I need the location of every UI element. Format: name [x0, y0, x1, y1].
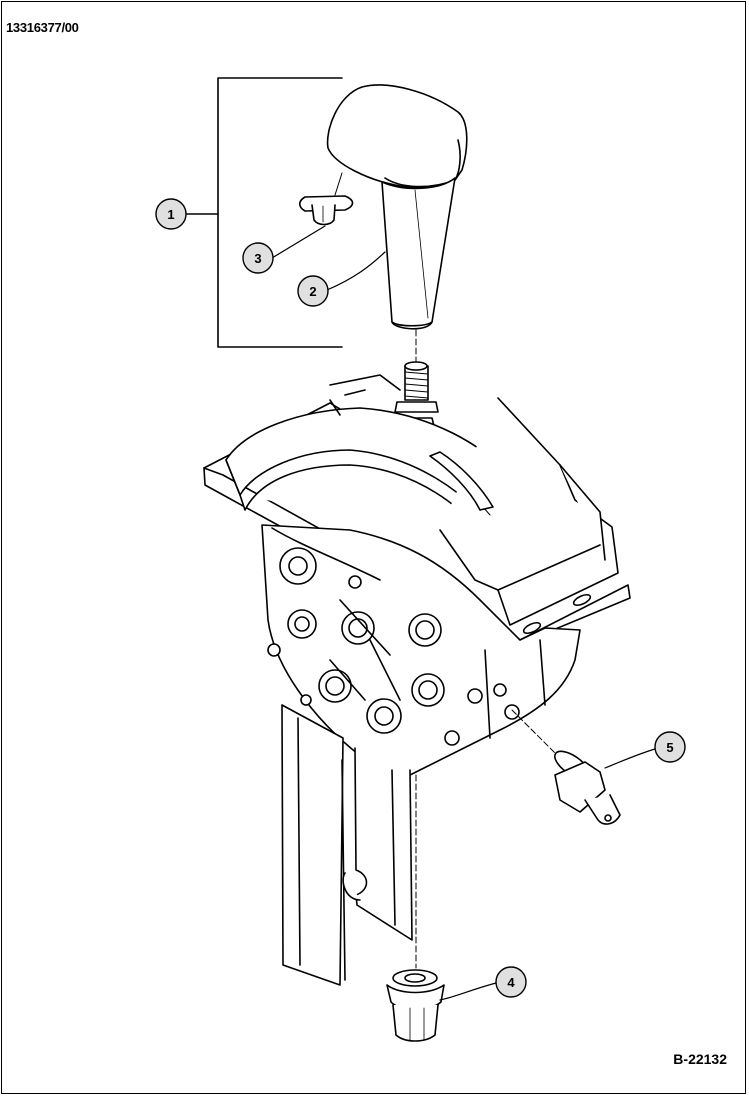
callout-4: 4: [495, 966, 527, 998]
valve-ports: [267, 547, 520, 746]
knob-grip: [381, 177, 456, 330]
leader-lines: [271, 225, 659, 1001]
plunger-rods: [281, 704, 413, 986]
group-bracket: [185, 77, 343, 348]
fitting-4: [386, 969, 445, 1042]
valve-body: [261, 524, 581, 776]
callout-5-label: 5: [666, 740, 673, 755]
center-line-5: [511, 709, 561, 759]
callout-3-label: 3: [254, 251, 261, 266]
figure-number: B-22132: [673, 1051, 727, 1067]
callout-2: 2: [297, 275, 329, 307]
callout-3: 3: [242, 242, 274, 274]
document-number: 13316377/00: [6, 20, 79, 35]
callout-1: 1: [155, 198, 187, 230]
callout-4-label: 4: [507, 975, 515, 990]
retaining-nut: [298, 172, 354, 226]
callout-5: 5: [654, 731, 686, 763]
callout-2-label: 2: [309, 284, 316, 299]
shift-housing: [225, 374, 619, 626]
fitting-5: [554, 750, 621, 825]
callout-1-label: 1: [167, 207, 174, 222]
knob-cap: [326, 84, 468, 189]
